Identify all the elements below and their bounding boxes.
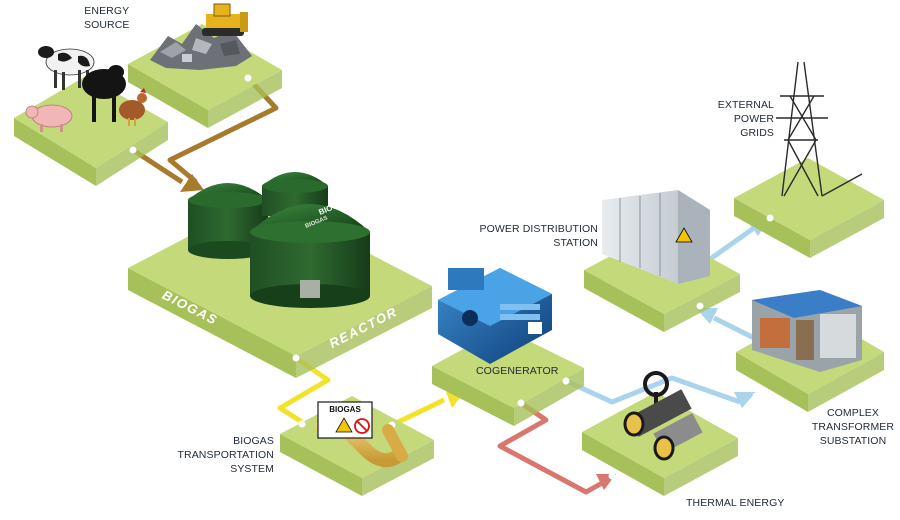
- pig-icon: [25, 104, 73, 132]
- energy-source-label: ENERGY SOURCE: [84, 5, 130, 31]
- external-power-grids-label: EXTERNAL POWER GRIDS: [717, 99, 774, 139]
- flammable-icon: [335, 417, 353, 433]
- heat-flow-cogenerator-to-thermal: [497, 400, 606, 495]
- chicken-icon: [119, 88, 147, 126]
- power-flow-substation-to-station: [712, 315, 760, 343]
- digester-tank-front: [250, 204, 370, 308]
- external-grid-tile: [734, 158, 884, 258]
- thermal-energy-label: THERMAL ENERGY: [686, 497, 785, 509]
- livestock-tile: [14, 76, 168, 186]
- complex-transformer-substation-label: COMPLEX TRANSFORMER SUBSTATION: [811, 407, 895, 447]
- power-flow-arrowhead-substation: [734, 392, 756, 408]
- cogenerator-label: COGENERATOR: [476, 365, 559, 377]
- thermal-pipes-illustration: [623, 371, 703, 461]
- bulldozer-icon: [202, 3, 248, 36]
- biogas-warning-sign: BIOGAS: [317, 401, 373, 439]
- power-flow-cogenerator-to-substation: [564, 375, 741, 405]
- cogenerator-engine-illustration: [438, 268, 552, 364]
- biogas-sign-text: BIOGAS: [329, 405, 361, 414]
- switchgear-cabinets-illustration: [602, 190, 710, 284]
- cow-black-icon: [82, 65, 126, 122]
- gas-flow-transport-to-cogenerator: [390, 397, 446, 428]
- power-pylon-icon: [776, 61, 863, 197]
- organic-flow-arrowhead: [180, 174, 204, 192]
- power-flow-station-to-grid: [704, 225, 756, 265]
- biogas-transportation-system-label: BIOGAS TRANSPORTATION SYSTEM: [177, 435, 274, 475]
- transformer-substation-illustration: [752, 290, 862, 372]
- power-distribution-station-label: POWER DISTRIBUTION STATION: [479, 223, 598, 249]
